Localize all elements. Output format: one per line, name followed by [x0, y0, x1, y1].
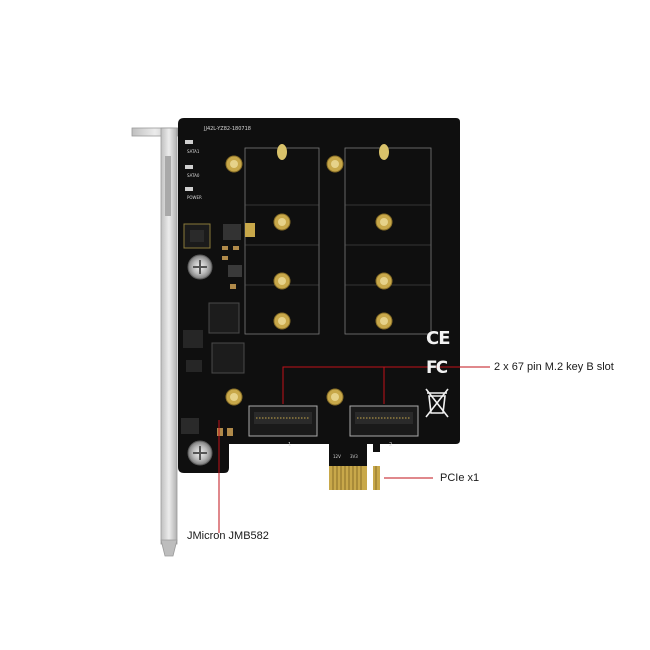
metal-bracket: [131, 127, 179, 557]
power-components: [183, 223, 255, 289]
callout-pcie: PCIe x1: [440, 472, 480, 484]
screw-bottom: [187, 440, 213, 466]
callout-m2-slot: 2 x 67 pin M.2 key B slot: [494, 361, 614, 373]
pcb-board: [178, 118, 460, 490]
led-label-power: POWER: [187, 195, 202, 200]
weee-bin-icon: [425, 388, 449, 418]
ce-mark: CE: [426, 328, 450, 349]
slot-label-2: 2: [389, 442, 393, 448]
pcie-silk-3v3: 3V3: [350, 454, 358, 459]
led-label-sata1: SATA1: [187, 149, 200, 154]
status-leds: [185, 140, 193, 191]
callout-lines: [218, 366, 490, 533]
slot-label-1: 1: [288, 442, 292, 448]
m2-connector-2: [349, 405, 419, 437]
pcie-gold-fingers: [329, 466, 380, 490]
screw-top: [187, 254, 213, 280]
jmb582-controller-chip: [181, 302, 245, 436]
m2-standoff-pins: [277, 144, 389, 160]
callout-controller: JMicron JMB582: [187, 530, 269, 542]
part-number-label: JJ42L-YZ82-180718: [204, 126, 251, 132]
led-label-sata0: SATA0: [187, 173, 200, 178]
m2-connector-1: [248, 405, 318, 437]
fcc-mark: FC: [426, 358, 448, 378]
pcie-silk-12v: 12V: [333, 454, 341, 459]
